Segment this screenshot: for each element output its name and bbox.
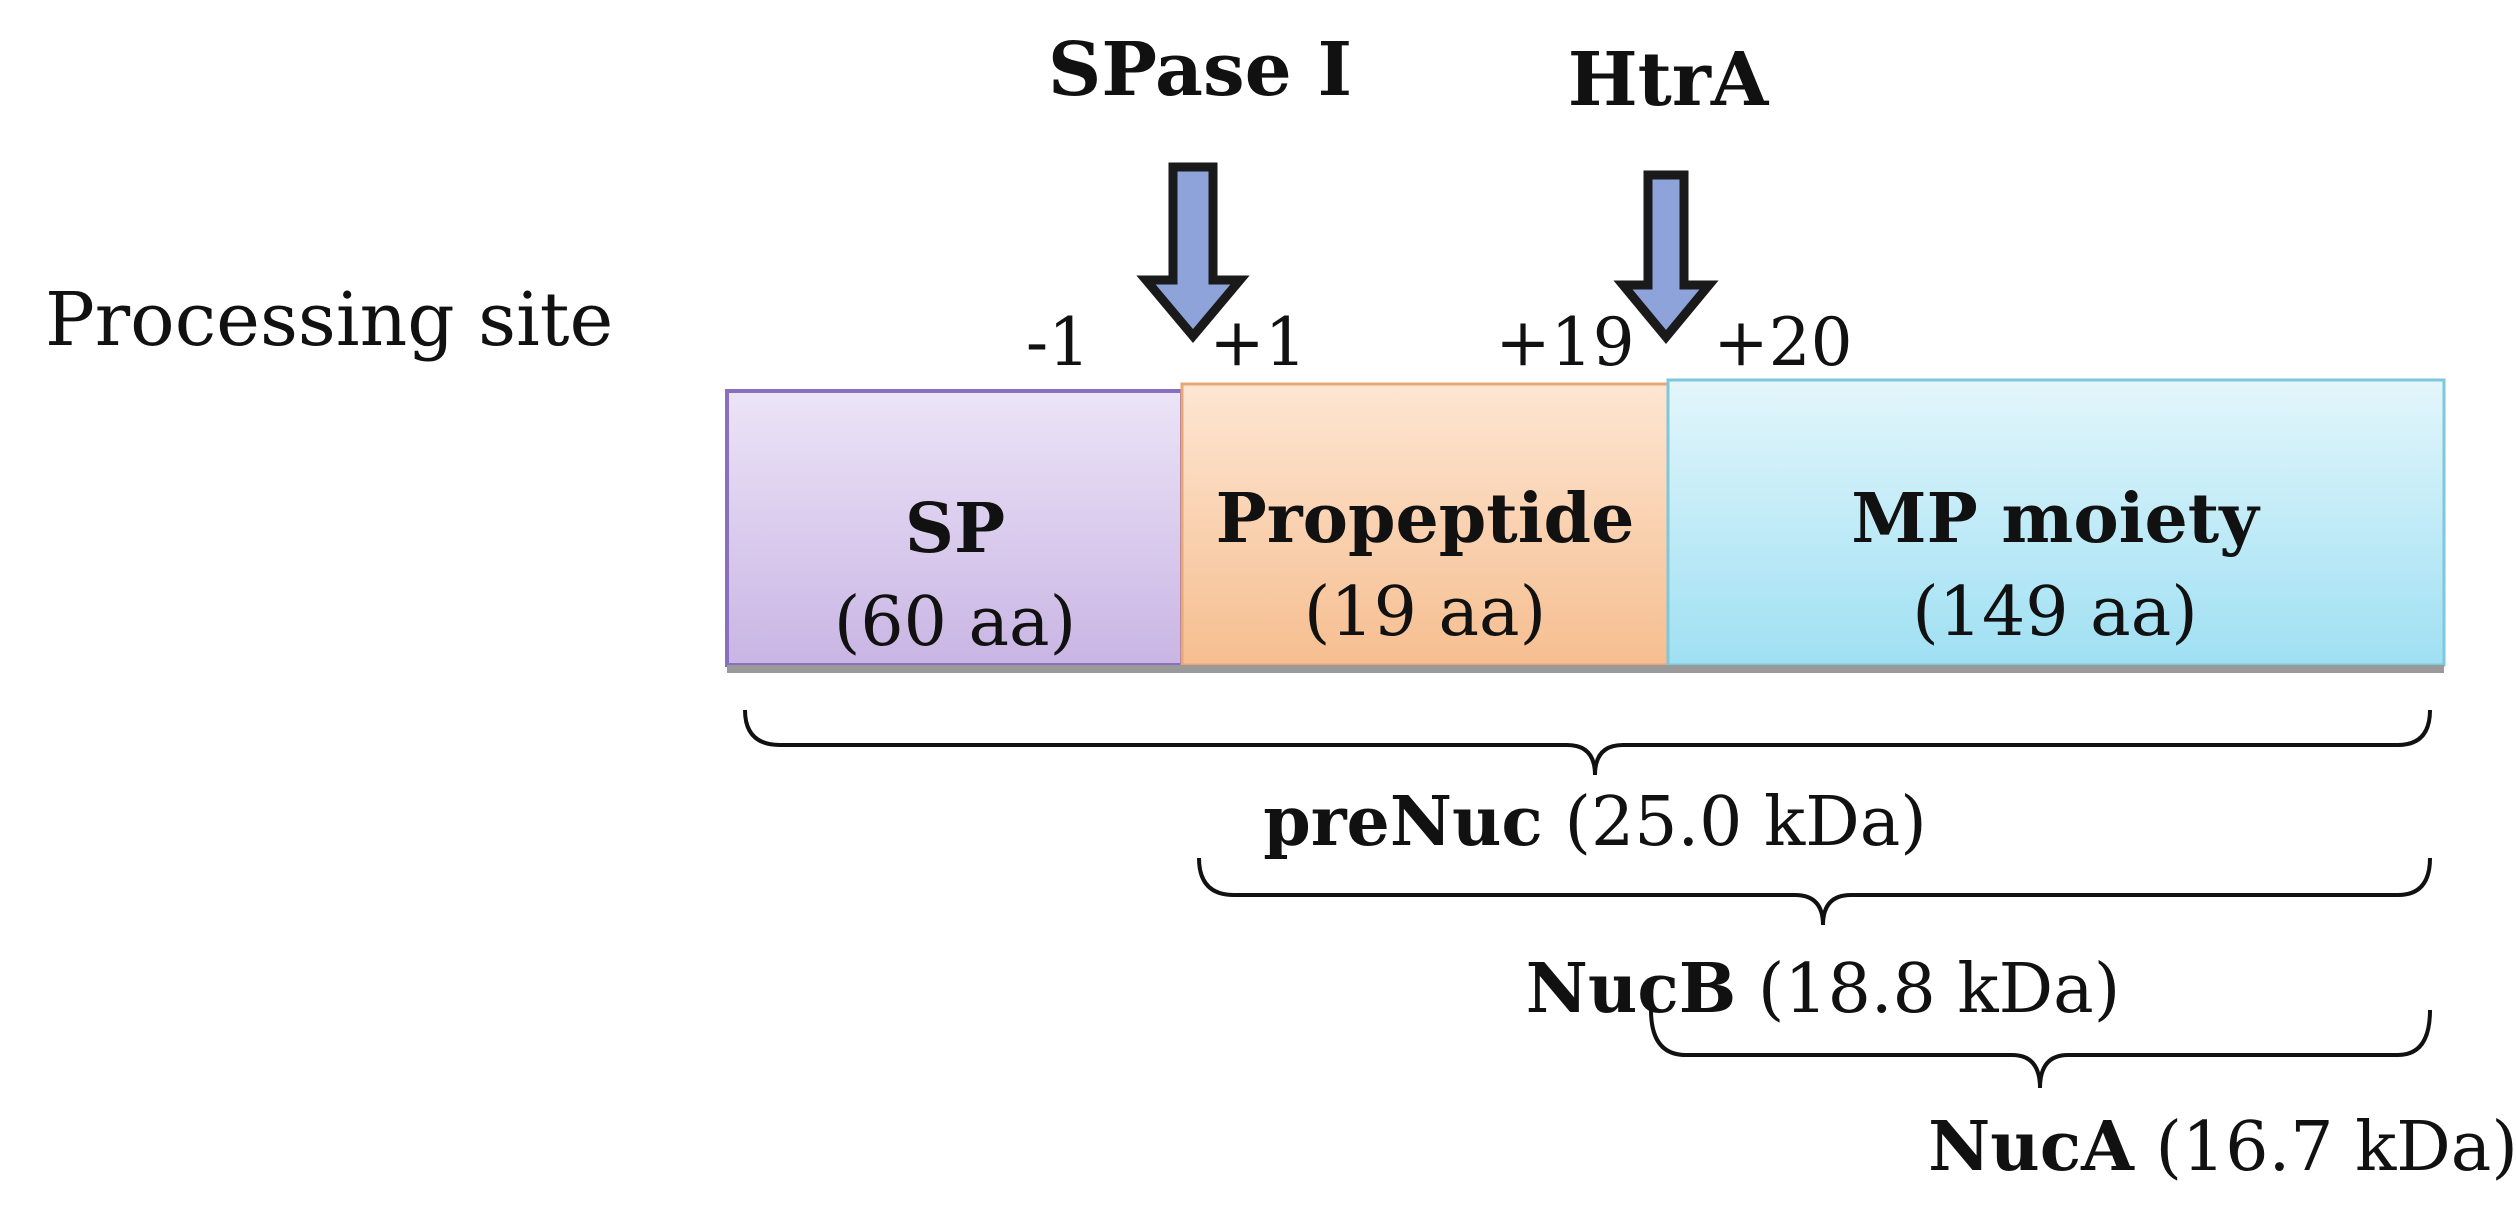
propeptide-domain-length: (19 aa)	[1304, 573, 1546, 652]
prenuc-mass: (25.0 kDa)	[1564, 783, 1926, 862]
propeptide-domain-name: Propeptide	[1216, 479, 1635, 559]
nucb-bracket	[1197, 857, 2432, 926]
processing-site-label: Processing site	[45, 277, 613, 363]
nucb-name: NucB	[1526, 949, 1736, 1029]
nuca-name: NucA	[1928, 1107, 2135, 1187]
nucb-gap	[1736, 950, 1758, 1029]
nuca-bracket	[1649, 1009, 2432, 1089]
nuca-mass: (16.7 kDa)	[2156, 1108, 2516, 1187]
nucb-mass: (18.8 kDa)	[1758, 950, 2120, 1029]
prenuc-label: preNuc (25.0 kDa)	[1263, 782, 1927, 862]
propeptide-domain-box	[1180, 382, 1670, 667]
nuca-label: NucA (16.7 kDa)	[1928, 1107, 2516, 1187]
nucb-label: NucB (18.8 kDa)	[1526, 949, 2120, 1029]
spase-label: SPase I	[1048, 27, 1352, 113]
nuca-gap	[2134, 1108, 2156, 1187]
sp-domain-length: (60 aa)	[834, 583, 1076, 662]
position-plus1: +1	[1209, 304, 1306, 381]
mp-domain-length: (149 aa)	[1912, 573, 2198, 652]
prenuc-gap	[1543, 783, 1565, 862]
spase-arrow-icon	[1136, 162, 1250, 343]
htra-label: HtrA	[1568, 37, 1770, 123]
prenuc-name: preNuc	[1263, 782, 1543, 862]
sp-domain-name: SP	[905, 489, 1005, 569]
mp-domain-box	[1666, 378, 2446, 667]
domain-baseline	[727, 665, 2444, 673]
position-plus20: +20	[1713, 304, 1852, 381]
position-plus19: +19	[1495, 304, 1634, 381]
position-minus1: -1	[1026, 304, 1090, 381]
sp-domain-box	[725, 389, 1184, 667]
prenuc-bracket	[743, 709, 2432, 776]
mp-domain-name: MP moiety	[1851, 479, 2261, 559]
htra-arrow-icon	[1613, 170, 1719, 345]
